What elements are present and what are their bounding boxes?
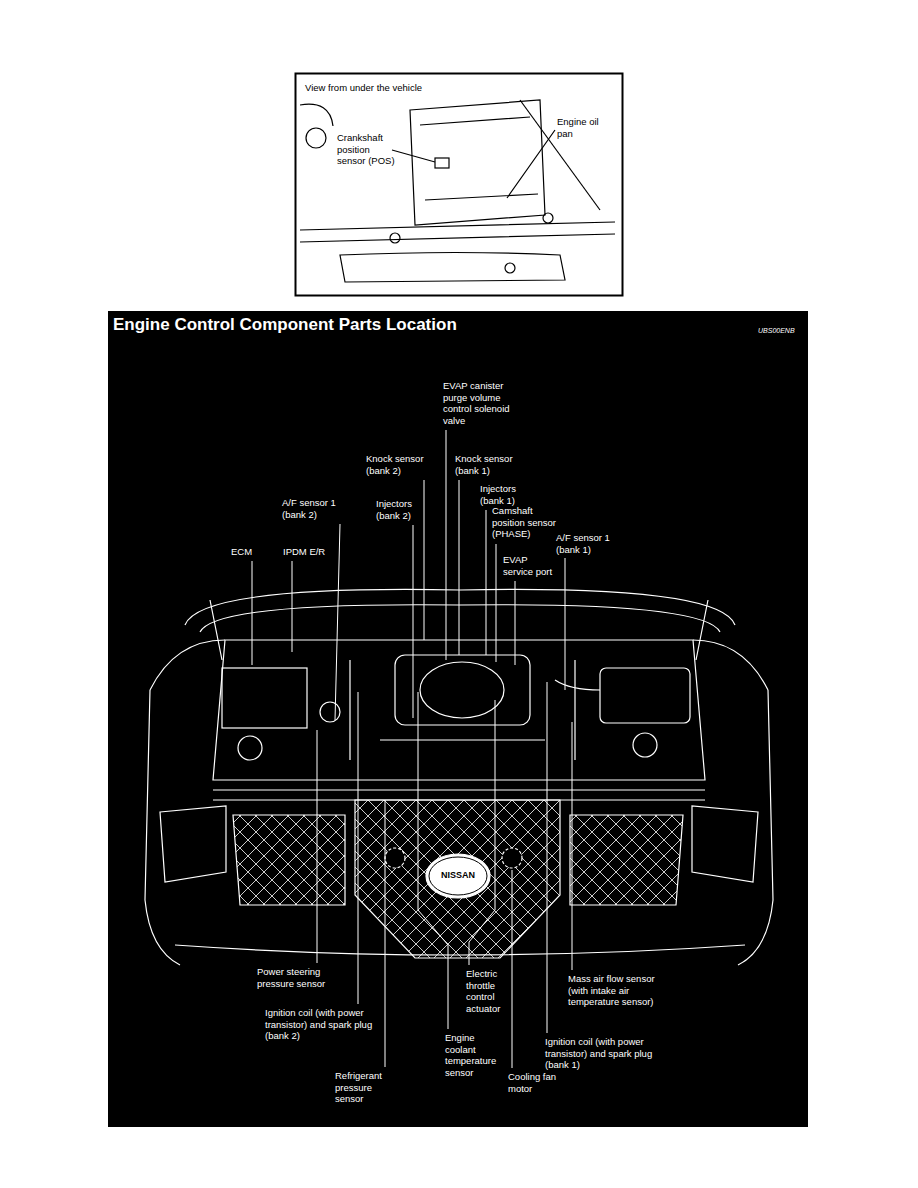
part-label: Engine oil pan	[557, 116, 607, 139]
part-label: Crankshaft position sensor (POS)	[337, 132, 397, 167]
part-label: Power steering pressure sensor	[257, 966, 337, 989]
part-label: A/F sensor 1 (bank 1)	[556, 532, 620, 555]
part-label: Electric throttle control actuator	[466, 968, 511, 1014]
part-label: Knock sensor (bank 2)	[366, 453, 428, 476]
part-label: EVAP service port	[503, 554, 559, 577]
part-label: ECM	[231, 546, 261, 558]
part-label: Cooling fan motor	[508, 1071, 568, 1094]
part-label: Injectors (bank 1)	[480, 483, 525, 506]
part-label: Ignition coil (with power transistor) an…	[265, 1007, 377, 1042]
part-label: Refrigerant pressure sensor	[335, 1070, 393, 1105]
part-label: Mass air flow sensor (with intake air te…	[568, 973, 668, 1008]
underside-view	[296, 74, 623, 296]
dark-panel	[108, 311, 808, 1127]
part-label: A/F sensor 1 (bank 2)	[282, 497, 344, 520]
part-label: View from under the vehicle	[305, 82, 505, 94]
badge-text: NISSAN	[428, 870, 488, 882]
part-label: Knock sensor (bank 1)	[455, 453, 517, 476]
part-label: EVAP canister purge volume control solen…	[443, 380, 513, 426]
figure-code: UBS00ENB	[758, 327, 803, 335]
part-label: Ignition coil (with power transistor) an…	[545, 1036, 657, 1071]
part-label: Injectors (bank 2)	[376, 498, 421, 521]
part-label: Engine coolant temperature sensor	[445, 1032, 503, 1078]
diagram-title: Engine Control Component Parts Location	[113, 315, 457, 335]
leader-lines	[252, 430, 572, 1068]
part-label: IPDM E/R	[283, 546, 343, 558]
